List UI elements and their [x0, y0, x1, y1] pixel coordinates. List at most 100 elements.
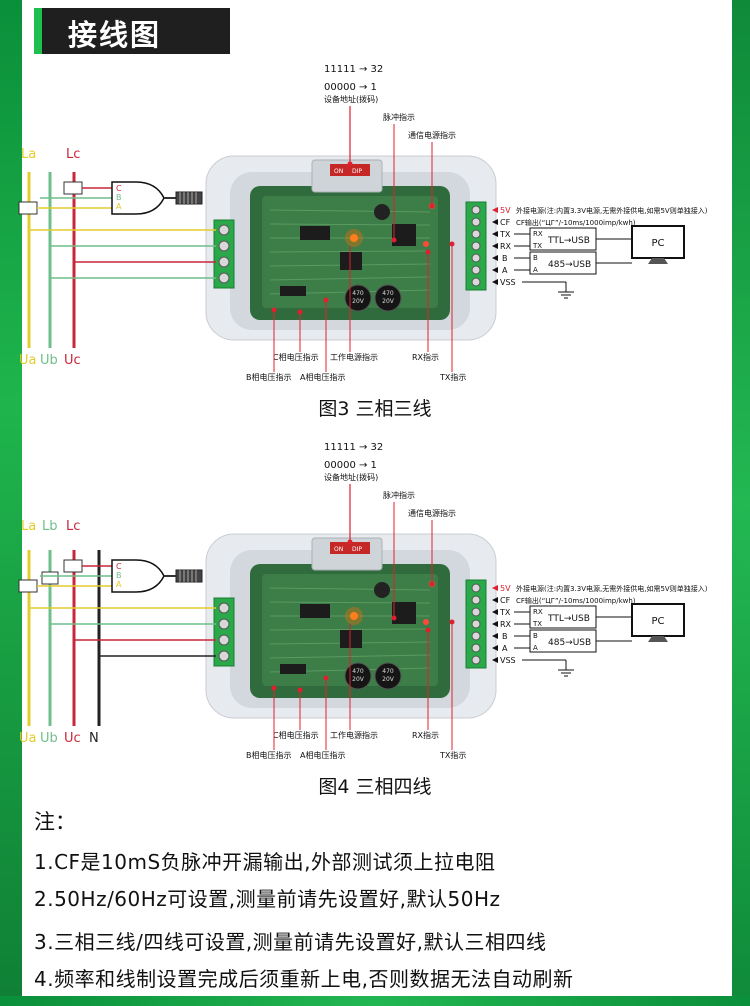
ct-connector-icon [111, 559, 165, 593]
capacitor-label: 20V [352, 676, 365, 683]
ic-chip [392, 224, 416, 246]
phase-top-label: Lc [66, 519, 80, 534]
callout-rx-label: RX指示 [412, 730, 439, 740]
pc-label: PC [651, 238, 664, 249]
dip-address-max: 11111 → 32 [324, 64, 383, 75]
callout-a-voltage-label: A相电压指示 [300, 372, 345, 382]
dip-address-max: 11111 → 32 [324, 442, 383, 453]
arrow-left-icon [492, 231, 498, 237]
callout-dot [347, 161, 353, 167]
right-frame-bar [732, 0, 750, 1006]
callout-dot [425, 249, 431, 255]
arrow-left-icon [492, 243, 498, 249]
led-tx [423, 241, 429, 247]
capacitor-icon [374, 204, 390, 220]
pc-monitor-icon [631, 225, 685, 259]
figure-caption-3: 图3 三相三线 [318, 398, 432, 420]
terminal-vss-label: VSS [500, 656, 516, 665]
rs485-usb-label: 485→USB [548, 260, 591, 270]
ttl-rx-label: RX [533, 608, 543, 616]
capacitor-label: 470 [352, 668, 364, 675]
terminal-5v-label: 5V [500, 584, 511, 593]
terminal-screw-icon [471, 655, 481, 665]
note-line: 1.CF是10mS负脉冲开漏输出,外部测试须上拉电阻 [34, 850, 496, 874]
dip-address-min: 00000 → 1 [324, 460, 377, 471]
callout-dot [323, 297, 329, 303]
arrow-left-icon [492, 219, 498, 225]
callout-dot [297, 687, 303, 693]
terminal-screw-icon [218, 618, 230, 630]
note-line: 4.频率和线制设置完成后须重新上电,否则数据无法自动刷新 [34, 967, 574, 991]
capacitor-label: 470 [352, 290, 364, 297]
led-work-power [350, 234, 358, 242]
callout-comm-power-label: 通信电源指示 [408, 508, 456, 518]
current-transformer-icon [18, 579, 38, 593]
bottom-frame-bar [0, 996, 750, 1006]
callout-dot [425, 627, 431, 633]
terminal-screw-icon [218, 634, 230, 646]
ic-chip [340, 630, 362, 648]
figure-caption-4: 图4 三相四线 [318, 776, 432, 798]
capacitor-label: 20V [352, 298, 365, 305]
dip-label: DIP [352, 546, 362, 553]
phase-bottom-label: Ub [40, 731, 58, 746]
current-transformer-icon [41, 571, 59, 585]
rs485-a-label: A [533, 266, 538, 274]
terminal-screw-icon [471, 241, 481, 251]
callout-dot [347, 539, 353, 545]
terminal-b-label: B [502, 254, 508, 263]
callout-dot [429, 581, 435, 587]
callout-dot [323, 675, 329, 681]
callout-dot [449, 619, 455, 625]
led-glow [345, 607, 363, 625]
gate-letter: C [116, 184, 122, 193]
callout-dot [429, 203, 435, 209]
callout-dot [271, 685, 277, 691]
phase-bottom-label: Uc [64, 353, 81, 368]
arrow-left-icon [492, 207, 498, 213]
terminal-screw-icon [471, 277, 481, 287]
phase-bottom-label: Ua [19, 731, 36, 746]
phase-bottom-label: Ua [19, 353, 36, 368]
arrow-left-icon [492, 267, 498, 273]
monitor-stand-icon [648, 636, 668, 642]
terminal-screw-icon [218, 256, 230, 268]
left-frame-bar [0, 0, 22, 1006]
callout-tx-label: TX指示 [439, 372, 466, 382]
terminal-5v-desc: 外接电源(注:内置3.3V电源,无需外接供电,如需5V则单独接入) [516, 584, 708, 593]
callout-c-voltage-label: C相电压指示 [273, 730, 319, 740]
ic-chip [300, 604, 330, 618]
arrow-left-icon [492, 609, 498, 615]
arrow-left-icon [492, 279, 498, 285]
ttl-tx-label: TX [532, 242, 542, 250]
callout-a-voltage-label: A相电压指示 [300, 750, 345, 760]
terminal-5v-label: 5V [500, 206, 511, 215]
terminal-screw-icon [471, 583, 481, 593]
capacitor-label: 20V [382, 298, 395, 305]
terminal-cf-desc: CF输出(“ЦГ”/-10ms/1000imp/kwh) [516, 218, 636, 227]
ic-chip [340, 252, 362, 270]
callout-dot [391, 615, 397, 621]
terminal-5v-desc: 外接电源(注:内置3.3V电源,无需外接供电,如需5V则单独接入) [516, 206, 708, 215]
callout-dot [297, 309, 303, 315]
ic-chip [280, 664, 306, 674]
current-transformer-icon [18, 201, 38, 215]
dip-on-label: ON [334, 546, 343, 553]
callout-work-power-label: 工作电源指示 [330, 730, 378, 740]
ttl-tx-label: TX [532, 620, 542, 628]
pc-monitor-icon [631, 603, 685, 637]
notes-title: 注： [34, 810, 76, 834]
phase-top-label: La [21, 147, 36, 162]
terminal-vss-label: VSS [500, 278, 516, 287]
ic-chip [280, 286, 306, 296]
gate-letter: B [116, 193, 122, 202]
current-transformer-icon [63, 559, 83, 573]
terminal-screw-icon [471, 607, 481, 617]
terminal-cf-label: CF [500, 218, 511, 227]
pcb-trace [269, 587, 431, 591]
gate-letter: B [116, 571, 122, 580]
phase-top-label: Lb [42, 519, 58, 534]
header-accent [34, 8, 42, 54]
arrow-left-icon [492, 657, 498, 663]
